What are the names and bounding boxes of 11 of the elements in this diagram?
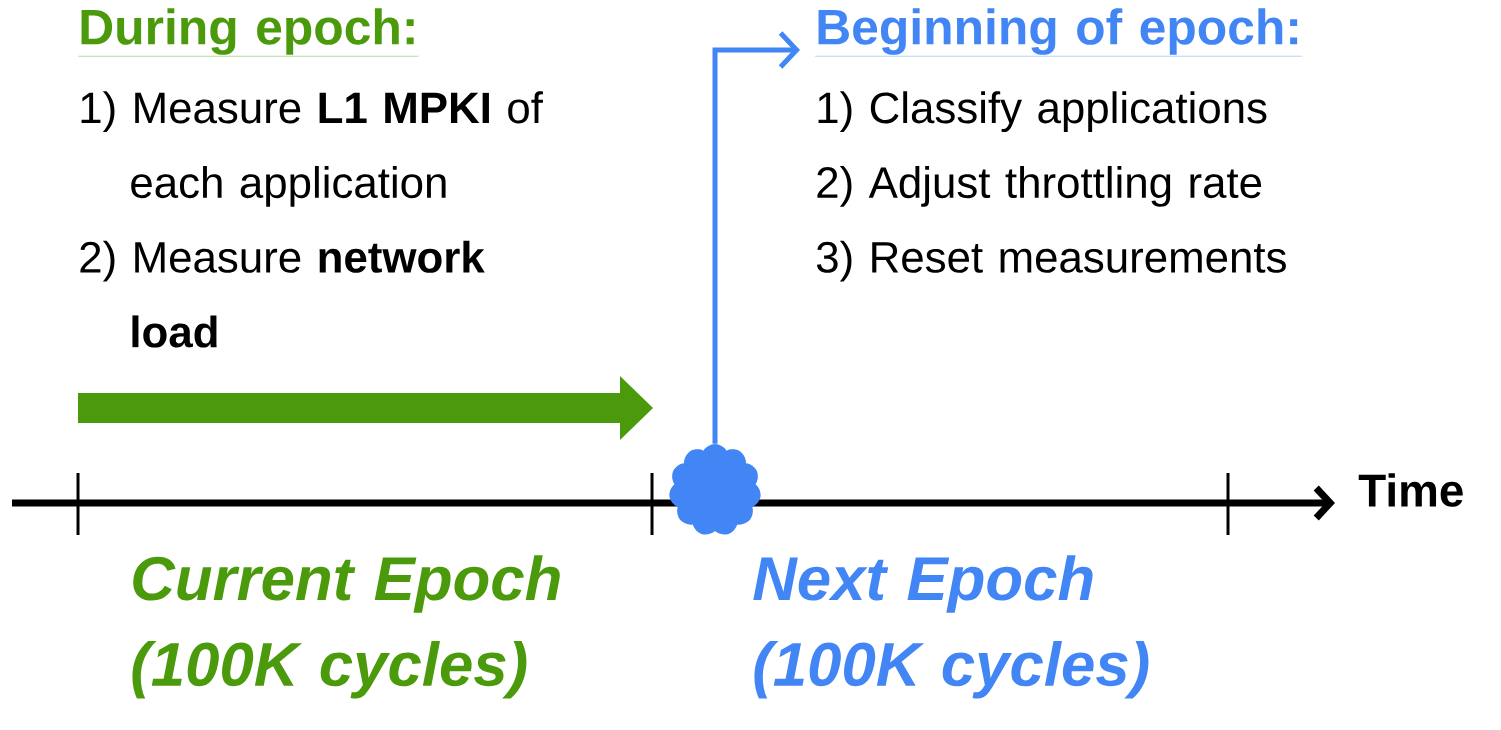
axis-label: Time	[1358, 473, 1463, 507]
list-item: 1) Classify applications	[818, 91, 1267, 133]
list-item: 3) Reset measurements	[816, 240, 1286, 282]
list-item: 2) Measure network load	[80, 240, 485, 348]
heading: Beginning of epoch:	[815, 8, 1303, 57]
arrow	[712, 31, 800, 444]
cloud-shape	[669, 444, 761, 535]
epoch-label: Current Epoch (100K cycles)	[132, 555, 560, 699]
list-item: 2) Adjust throttling rate	[817, 165, 1262, 207]
epoch-label: Next Epoch (100K cycles)	[753, 555, 1149, 699]
heading: During epoch:	[78, 8, 419, 57]
